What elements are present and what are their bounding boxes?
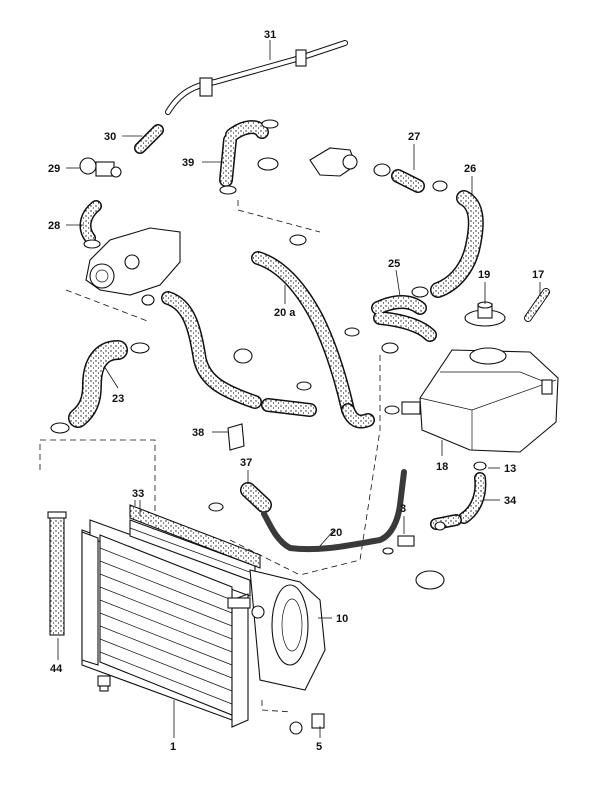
assembly-dashed-lines — [39, 200, 381, 713]
hoses — [68, 120, 550, 530]
callout-25: 25 — [388, 258, 400, 270]
seal-strip — [47, 511, 67, 636]
hose-clamps — [50, 119, 487, 590]
callout-19: 19 — [478, 269, 490, 281]
tank-cap — [464, 301, 506, 327]
callout-28: 28 — [48, 220, 60, 232]
callout-30: 30 — [104, 131, 116, 143]
callout-20: 20 — [330, 527, 342, 539]
mount-strip — [129, 504, 261, 569]
radiator — [81, 519, 256, 728]
callout-17: 17 — [532, 269, 544, 281]
metal-tube — [165, 40, 348, 115]
callout-20a: 20 a — [274, 307, 296, 319]
callout-10: 10 — [336, 613, 348, 625]
fan-shroud — [249, 569, 326, 691]
callout-44: 44 — [50, 663, 63, 675]
pump-housing — [85, 227, 181, 296]
leader-lines — [57, 40, 541, 738]
callout-18: 18 — [436, 461, 448, 473]
bleed-screw-3 — [382, 535, 415, 555]
bleeder-fitting-27 — [309, 147, 358, 177]
bolt-5 — [289, 713, 325, 735]
callout-37: 37 — [240, 457, 252, 469]
callout-3: 3 — [400, 503, 406, 515]
expansion-tank — [401, 347, 559, 453]
callout-39: 39 — [182, 157, 194, 169]
callout-27: 27 — [408, 131, 420, 143]
highlighted-hose — [261, 469, 407, 553]
thermostat-part-29 — [79, 157, 122, 178]
callout-33: 33 — [132, 488, 144, 500]
callout-23: 23 — [112, 393, 124, 405]
callout-38: 38 — [192, 427, 204, 439]
bracket-38 — [227, 423, 245, 451]
callout-13: 13 — [504, 463, 516, 475]
callout-1: 1 — [170, 741, 176, 753]
callout-34: 34 — [504, 495, 517, 507]
callout-26: 26 — [464, 163, 476, 175]
drain-plug — [97, 675, 111, 692]
callout-31: 31 — [264, 29, 276, 41]
callout-5: 5 — [316, 741, 322, 753]
callout-labels: 31 30 29 28 39 27 26 25 19 17 20 a 23 38… — [48, 29, 544, 753]
callout-29: 29 — [48, 163, 60, 175]
